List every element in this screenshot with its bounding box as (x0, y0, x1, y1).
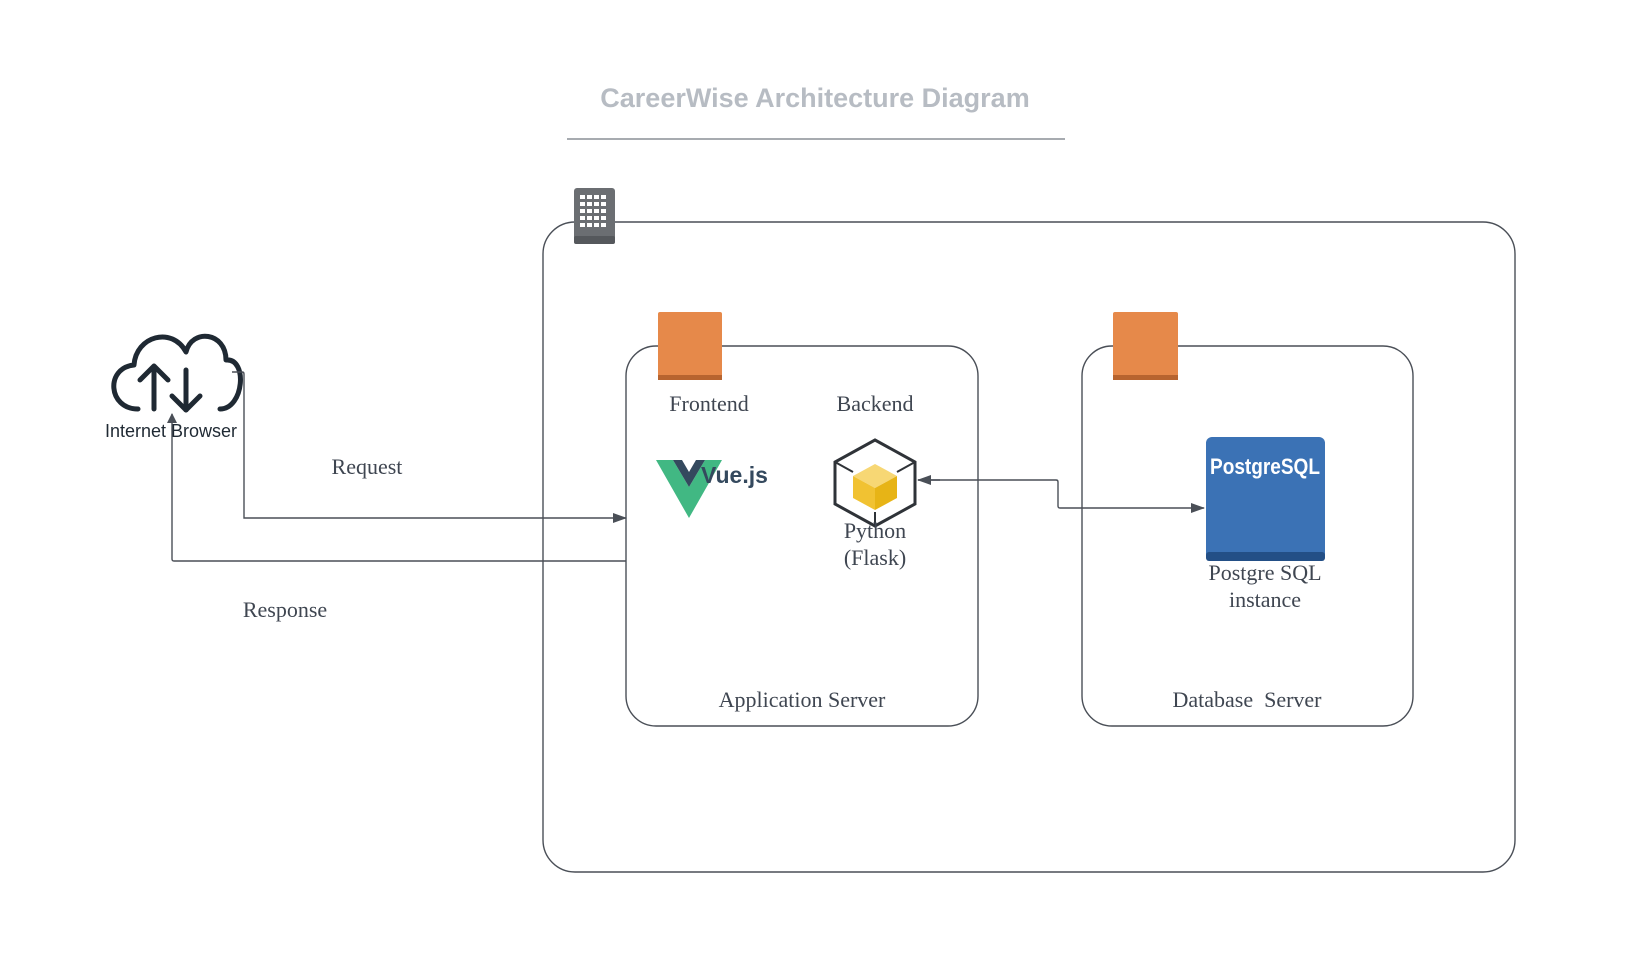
diagram-title: CareerWise Architecture Diagram (600, 83, 1029, 113)
backend-label: Backend (837, 391, 914, 416)
building-icon (574, 188, 615, 244)
application-server: Frontend Backend Vue.js Python (Flask) A… (625, 312, 979, 727)
vue-js-label: Vue.js (701, 462, 768, 488)
postgresql-badge: PostgreSQL (1210, 454, 1320, 479)
database-server-box (1081, 345, 1414, 727)
request-label: Request (332, 454, 403, 479)
database-server-label: Database Server (1172, 687, 1322, 712)
request-arrow (232, 371, 627, 523)
package-cube-icon (833, 438, 917, 528)
application-server-box (625, 345, 979, 727)
compute-instance-icon (1113, 312, 1178, 380)
postgresql-database-icon (1206, 437, 1325, 561)
frontend-label: Frontend (669, 391, 748, 416)
database-server: PostgreSQL Postgre SQL instance Database… (1081, 312, 1414, 727)
cloud-upload-download-icon (111, 333, 243, 413)
db-label-line1: Postgre SQL (1208, 560, 1321, 585)
backend-tech-line2: (Flask) (844, 545, 906, 570)
application-server-label: Application Server (719, 687, 886, 712)
outer-container (542, 221, 1516, 873)
internet-browser-label: Internet Browser (105, 421, 237, 441)
compute-instance-icon (658, 312, 722, 380)
db-label-line2: instance (1229, 587, 1301, 612)
response-label: Response (243, 597, 327, 622)
vue-logo-icon (656, 460, 722, 518)
backend-tech-line1: Python (844, 518, 906, 543)
response-arrow (167, 413, 626, 562)
backend-db-connection (918, 479, 1205, 513)
